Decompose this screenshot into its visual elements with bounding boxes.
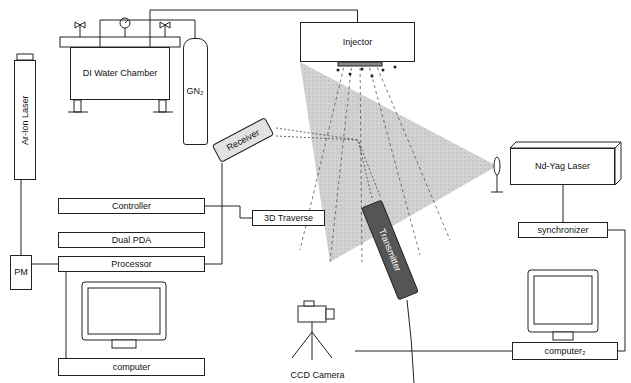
valve-pipe [80,24,81,37]
cable-line [66,272,67,358]
cable-line [205,163,222,264]
chamber-leg [74,100,81,112]
equipment-box: PM [10,255,32,290]
equipment-box: Dual PDA [58,232,205,248]
nozzle-plate [338,62,382,66]
equipment-label: synchronizer [537,225,588,235]
camera-label: CCD Camera [280,298,355,380]
lens [494,157,500,175]
beam-line [276,136,358,140]
equipment-box: Receiver [212,117,274,163]
tripod-head [312,322,313,332]
spray-line [360,62,362,262]
monitor [528,270,598,332]
equipment-label: Processor [111,259,152,269]
droplet [349,73,352,76]
valve-symbol [75,22,85,28]
cable-line [21,180,22,255]
beam-line [358,140,372,198]
camera-lens [326,309,334,319]
equipment-label: Receiver [225,127,261,153]
equipment-label: 3D Traverse [264,213,313,223]
equipment-box: Processor [58,256,205,272]
gauge-pipe [125,28,126,37]
cable-line [563,185,564,222]
probe-beams [276,128,380,198]
equipment-label: Ar-Ion Laser [20,95,30,145]
cable-line [205,206,252,218]
lens-stand [497,175,498,192]
droplet [382,69,385,72]
laser-sheet [300,62,497,262]
equipment-label: Transmitter [377,227,404,273]
monitor-screen [534,276,592,324]
equipment-box: 3D Traverse [252,210,325,226]
droplet [337,69,340,72]
equipment-box: Controller [58,198,205,214]
valve-symbol [160,22,170,28]
equipment-box: Nd-Yag Laser [510,148,615,185]
tripod-leg [292,332,312,358]
monitor-screen [88,288,160,334]
monitor-stand [112,340,136,348]
laser-housing [615,142,621,185]
equipment-label: Dual PDA [112,235,152,245]
camera-body [298,306,326,322]
equipment-label: computer₂ [544,346,585,356]
equipment-box: Ar-Ion Laser [14,60,36,180]
equipment-label: Injector [343,37,373,47]
equipment-label: DI Water Chamber [83,68,158,78]
equipment-box: synchronizer [518,222,608,238]
cable-line [608,230,625,351]
valve-pipe [165,24,166,37]
tripod-leg [312,332,332,358]
droplet [371,75,374,78]
equipment-label: PM [14,267,28,277]
cable-line [100,20,195,47]
droplets [337,66,397,78]
equipment-label: computer [113,362,151,372]
chamber-foot [153,112,173,113]
monitor [82,282,166,340]
equipment-label: CCD Camera [290,370,344,380]
equipment-box: GN₂ [183,38,208,145]
cable-line [355,351,512,352]
equipment-box: computer [58,358,205,376]
tripod-leg [312,332,313,360]
chamber-foot [68,112,88,113]
equipment-label: Controller [112,201,151,211]
beam-line [358,140,380,196]
fiber-line [407,300,414,383]
equipment-label: Nd-Yag Laser [535,161,590,171]
chamber-lid [60,37,180,47]
droplet [394,66,397,69]
beam-line [276,128,358,140]
chamber-leg [159,100,166,112]
droplet [361,68,364,71]
equipment-label: GN₂ [187,86,204,96]
lens-stand [491,192,503,193]
camera-top [304,301,314,306]
monitor-stand [553,332,573,340]
equipment-box: Injector [300,22,415,62]
equipment-box: computer₂ [512,342,618,360]
equipment-box: DI Water Chamber [70,47,170,100]
spray-line [330,62,352,262]
cable-line [32,264,58,265]
